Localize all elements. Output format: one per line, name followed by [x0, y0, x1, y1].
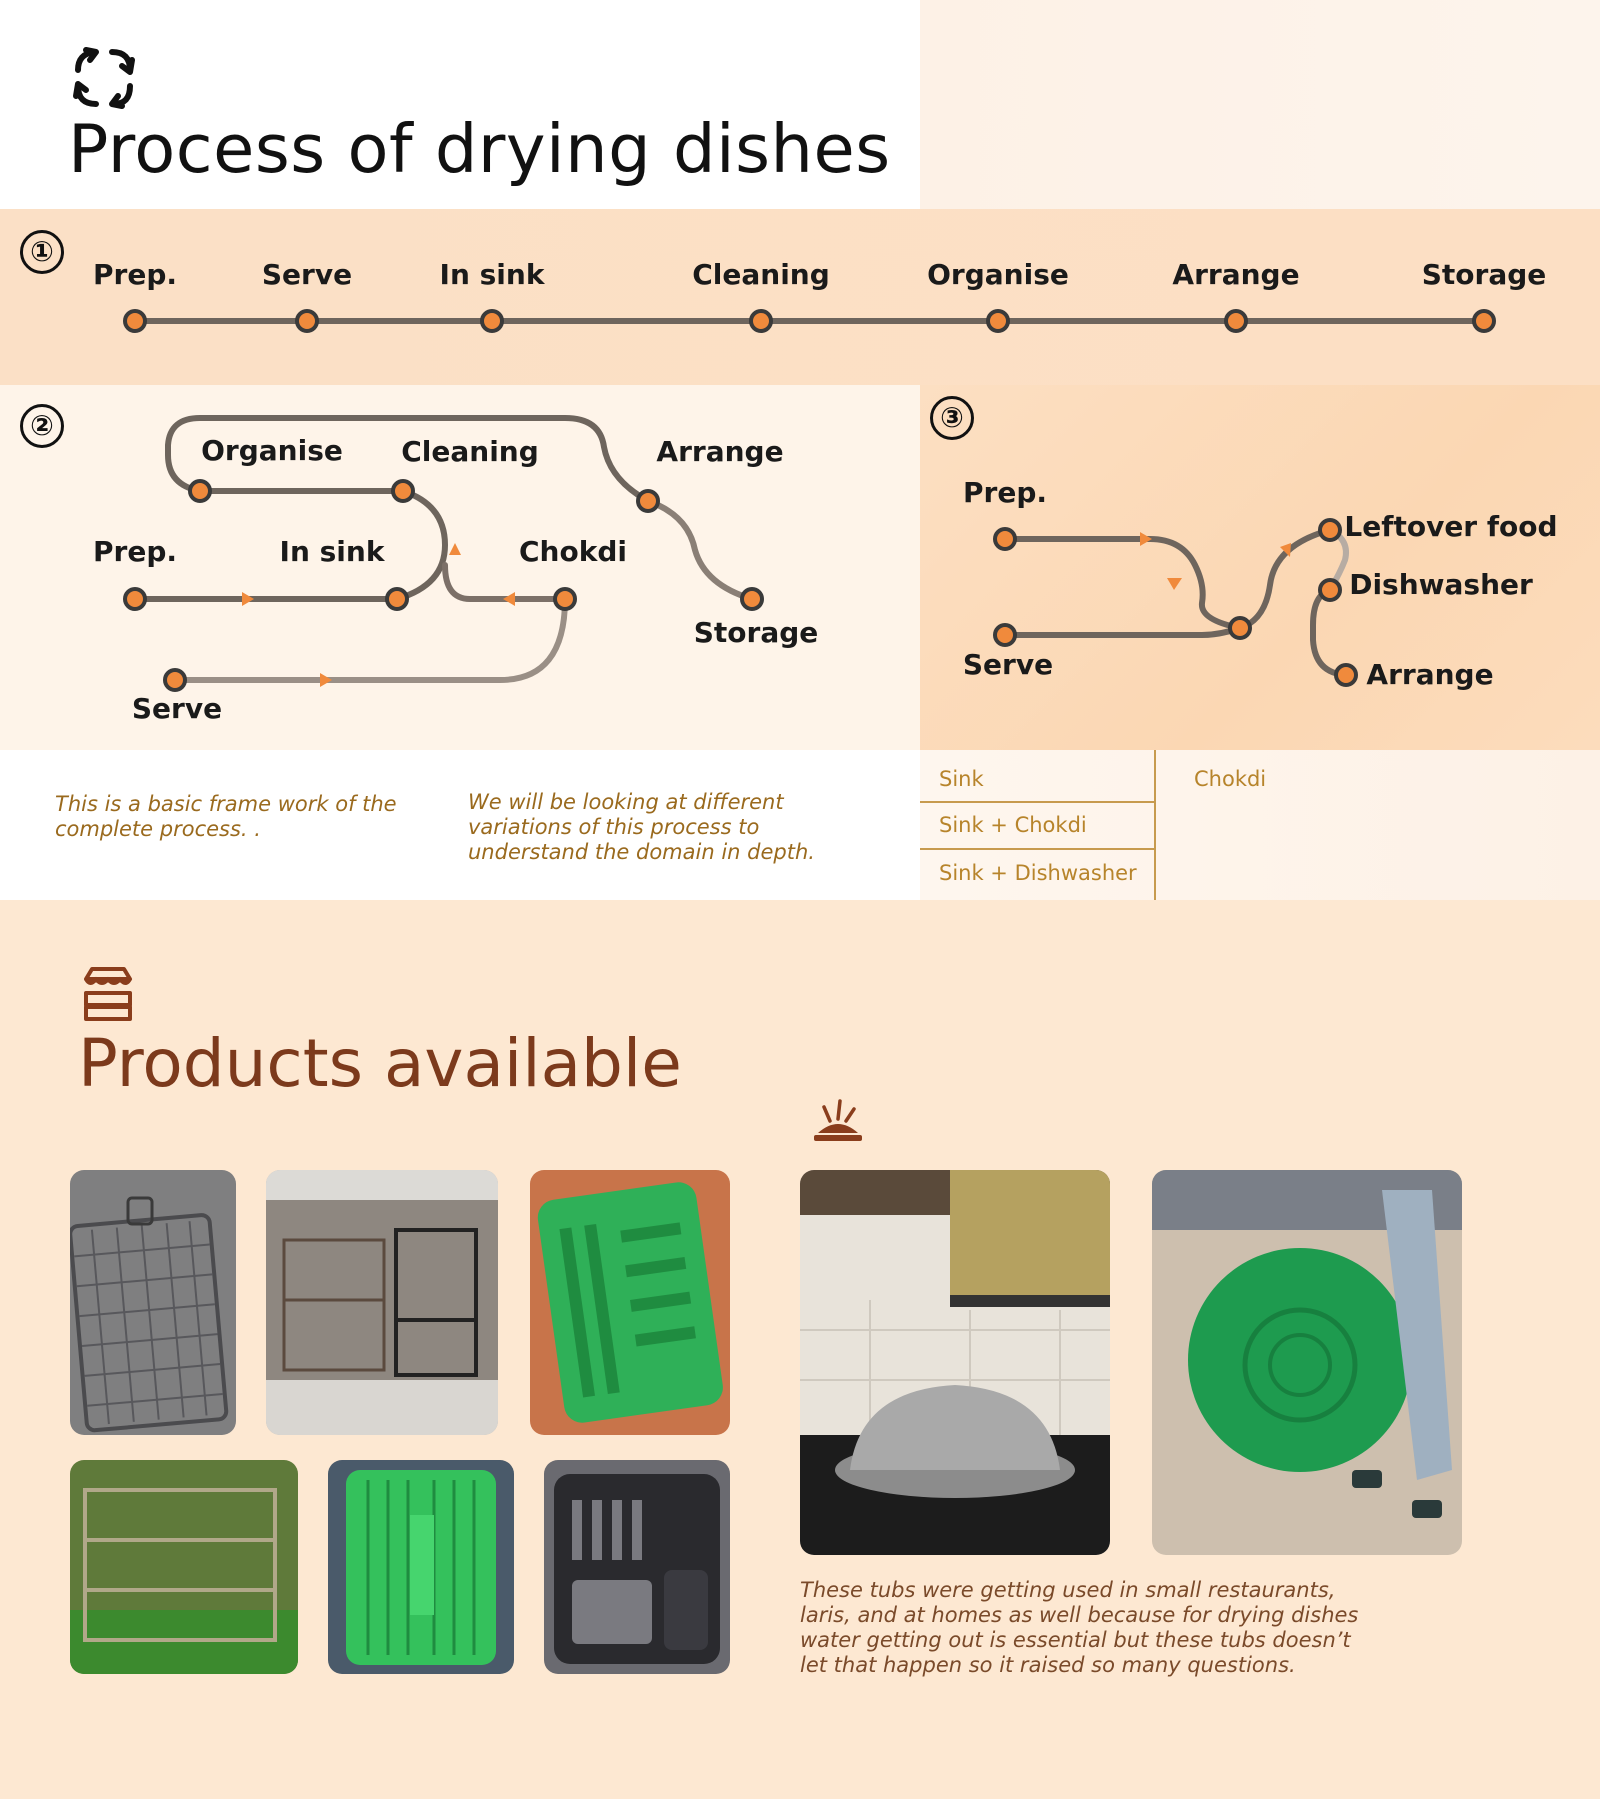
timeline-label-2: In sink [439, 258, 545, 291]
step-2-label-arrange: Arrange [656, 435, 784, 468]
timeline-label-4: Organise [927, 258, 1069, 291]
node-prep [123, 587, 147, 611]
timeline-label-5: Arrange [1172, 258, 1300, 291]
variation-sink: Sink [939, 767, 984, 791]
variations-divider [1154, 750, 1156, 900]
step-3-label-dishwasher: Dishwasher [1349, 568, 1533, 601]
timeline-label-3: Cleaning [692, 258, 830, 291]
flow-arrow [242, 592, 254, 606]
step-2-label-chokdi: Chokdi [519, 535, 627, 568]
timeline-node-1 [295, 309, 319, 333]
node-in-sink [385, 587, 409, 611]
tub-photo-steel-tub [800, 1170, 1110, 1555]
variation-divider [920, 801, 1154, 803]
flow-line-arrange-storage [645, 498, 755, 602]
variation-divider [920, 848, 1154, 850]
node-organise [188, 479, 212, 503]
node-cleaning [391, 479, 415, 503]
timeline-node-3 [749, 309, 773, 333]
step-1-number: ① [20, 230, 64, 274]
tubs-caption: These tubs were getting used in small re… [800, 1578, 1359, 1677]
flow-arrow [1280, 543, 1291, 557]
note-variations: We will be looking at different variatio… [468, 790, 815, 864]
product-photo-green-drainer [530, 1170, 730, 1435]
node-chokdi [553, 587, 577, 611]
product-photo-wire-rack [70, 1170, 236, 1435]
page-title: Process of drying dishes [68, 110, 891, 188]
timeline-node-5 [1224, 309, 1248, 333]
timeline-node-2 [480, 309, 504, 333]
flow-arrow [320, 673, 332, 687]
flow-line-serve-chokdi [172, 596, 568, 683]
flow-arrow [1140, 532, 1152, 546]
step-2-label-organise: Organise [201, 434, 343, 467]
process-step-1-panel [0, 209, 1600, 385]
process-step-2-panel [0, 385, 920, 750]
node-storage [740, 587, 764, 611]
variation-sink-dishwasher: Sink + Dishwasher [939, 861, 1137, 885]
product-photo-outdoor-rack [70, 1460, 298, 1674]
timeline-label-6: Storage [1421, 258, 1547, 291]
header-right-panel [920, 0, 1600, 209]
note-basic-framework: This is a basic frame work of the comple… [55, 792, 397, 841]
variation-chokdi: Chokdi [1194, 767, 1267, 791]
timeline-label-1: Serve [261, 258, 353, 291]
tub-photo-green-tub [1152, 1170, 1462, 1555]
step-2-number: ② [20, 404, 64, 448]
variations-panel [920, 750, 1600, 900]
product-photo-dish-stands [266, 1170, 498, 1435]
process-step-3-panel [920, 385, 1600, 750]
node-leftover-food [1318, 518, 1342, 542]
node-merge [1228, 616, 1252, 640]
node-arrange [1334, 663, 1358, 687]
product-photo-black-drainer [544, 1460, 730, 1674]
flow-line-insink-cleaning [394, 488, 449, 602]
step-3-number: ③ [930, 396, 974, 440]
variation-sink-chokdi: Sink + Chokdi [939, 813, 1087, 837]
notes-panel [0, 750, 920, 900]
flow-arrow [503, 592, 515, 606]
step-3-label-leftover-food: Leftover food [1344, 510, 1558, 543]
products-title: Products available [78, 1025, 682, 1102]
timeline-node-6 [1472, 309, 1496, 333]
step-2-label-prep: Prep. [93, 535, 177, 568]
step-3-label-serve: Serve [962, 648, 1054, 681]
timeline-node-4 [986, 309, 1010, 333]
flow-line-chokdi-insink [442, 562, 568, 602]
node-arrange [636, 489, 660, 513]
step-2-label-serve: Serve [131, 692, 223, 725]
shop-icon [84, 967, 132, 1021]
node-prep [993, 527, 1017, 551]
node-dishwasher [1318, 578, 1342, 602]
node-serve [163, 668, 187, 692]
flow-line-organise-loop [165, 415, 651, 504]
step-3-flow-diagram [993, 518, 1358, 687]
flow-line-prep-merge [1002, 536, 1243, 631]
flow-arrow [1167, 578, 1182, 590]
step-1-timeline [123, 309, 1496, 333]
timeline-label-0: Prep. [93, 258, 177, 291]
splash-icon [814, 1099, 862, 1141]
product-photo-green-basket [328, 1460, 514, 1674]
step-3-label-arrange: Arrange [1366, 658, 1494, 691]
cycle-arrows-icon [73, 47, 135, 109]
flow-arrow [449, 543, 461, 555]
step-2-label-cleaning: Cleaning [401, 435, 539, 468]
node-serve [993, 623, 1017, 647]
step-3-label-prep: Prep. [963, 476, 1047, 509]
step-2-label-storage: Storage [693, 616, 819, 649]
flow-line-merge-leftover [1237, 527, 1333, 631]
flow-line-serve-merge [1002, 625, 1243, 638]
header-panel [0, 0, 920, 209]
step-2-flow-diagram [123, 415, 764, 692]
timeline-node-0 [123, 309, 147, 333]
flow-line-dishwasher-arrange [1310, 587, 1349, 678]
step-2-label-in-sink: In sink [279, 535, 385, 568]
